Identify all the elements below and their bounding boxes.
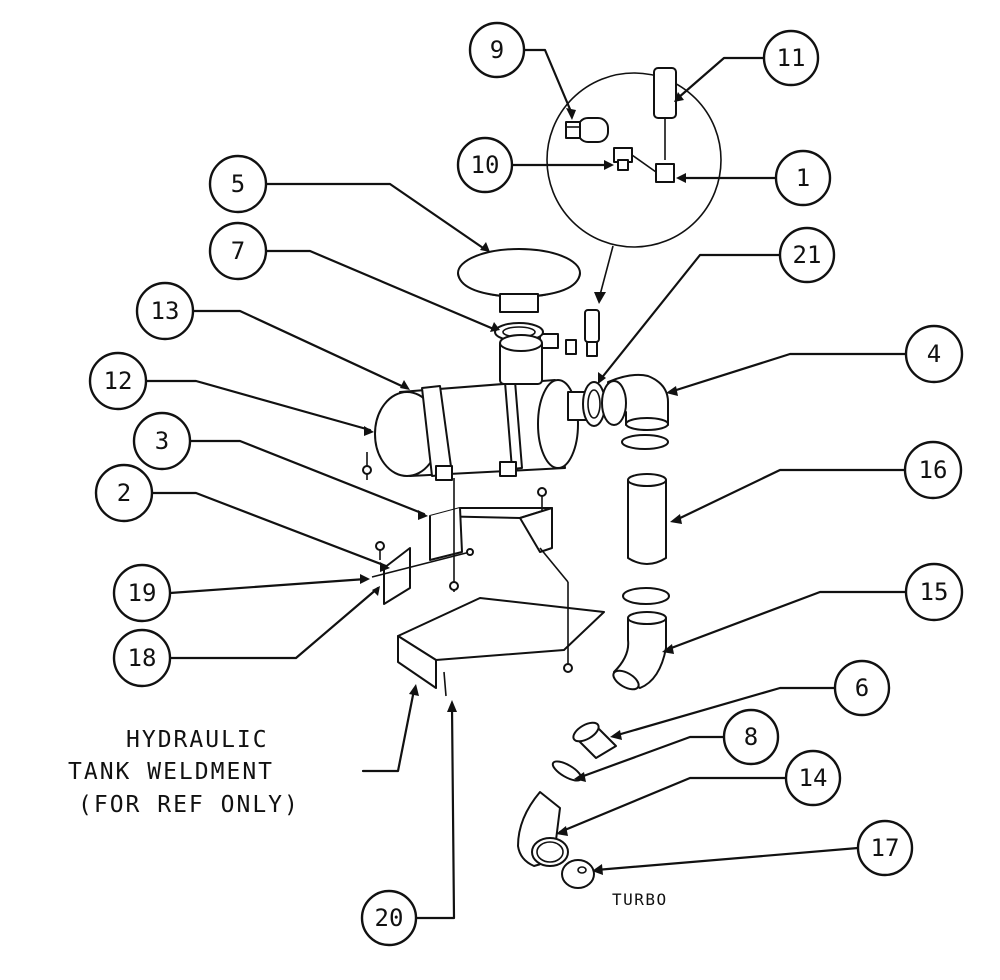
restriction-indicator-assembly <box>539 309 600 357</box>
callout-5: 5 <box>208 154 268 214</box>
callout-10-label: 10 <box>471 151 500 179</box>
callout-3: 3 <box>132 411 192 471</box>
hydraulic-note-line-2: TANK WELDMENT <box>68 759 274 785</box>
callout-11: 11 <box>762 29 820 87</box>
callout-8-label: 8 <box>744 723 758 751</box>
leader-lines <box>144 48 908 920</box>
callout-7-label: 7 <box>231 237 245 265</box>
callout-8: 8 <box>722 708 780 766</box>
callout-18-label: 18 <box>128 644 157 672</box>
hose-part-6 <box>572 721 617 759</box>
callout-17: 17 <box>856 819 914 877</box>
callout-12-label: 12 <box>104 367 133 395</box>
callout-1: 1 <box>774 149 832 207</box>
callout-19: 19 <box>112 563 172 623</box>
fitting-part-10 <box>613 147 633 171</box>
callout-16-label: 16 <box>919 456 948 484</box>
fasteners <box>362 452 573 697</box>
callout-18: 18 <box>112 628 172 688</box>
hydraulic-tank-note: HYDRAULIC TANK WELDMENT (FOR REF ONLY) <box>68 727 300 818</box>
callout-16: 16 <box>903 440 963 500</box>
callout-2: 2 <box>94 463 154 523</box>
callout-10: 10 <box>456 136 514 194</box>
cap-part-17 <box>561 859 595 889</box>
callout-9-label: 9 <box>490 36 504 64</box>
air-cleaner-body <box>374 334 587 481</box>
rain-cap-part-5 <box>457 248 581 313</box>
callout-5-label: 5 <box>231 170 245 198</box>
callout-20: 20 <box>360 889 418 947</box>
callout-4-label: 4 <box>927 340 941 368</box>
gauge-part-11 <box>653 67 677 160</box>
callout-3-label: 3 <box>155 427 169 455</box>
elbow-part-15 <box>612 587 670 691</box>
hydraulic-tank-weldment <box>397 597 605 689</box>
callout-19-label: 19 <box>128 579 157 607</box>
callout-11-label: 11 <box>777 44 806 72</box>
callout-14-label: 14 <box>799 764 828 792</box>
callout-14: 14 <box>784 749 842 807</box>
callout-13-label: 13 <box>151 297 180 325</box>
callout-15: 15 <box>904 562 964 622</box>
hydraulic-note-line-3: (FOR REF ONLY) <box>78 792 300 818</box>
callout-12: 12 <box>88 351 148 411</box>
callout-20-label: 20 <box>375 904 404 932</box>
tube-part-16 <box>621 434 669 565</box>
callout-15-label: 15 <box>920 578 949 606</box>
bracket-part-3 <box>429 507 553 561</box>
callout-13: 13 <box>135 281 195 341</box>
turbo-label: TURBO <box>612 890 668 909</box>
clamp-part-8 <box>551 760 583 782</box>
hydraulic-note-line-1: HYDRAULIC <box>126 727 269 753</box>
callout-2-label: 2 <box>117 479 131 507</box>
callout-4: 4 <box>904 324 964 384</box>
callout-1-label: 1 <box>796 164 810 192</box>
plate-part-2 <box>383 547 411 605</box>
callout-21: 21 <box>778 226 836 284</box>
detail-inset <box>546 67 722 304</box>
elbow-part-4 <box>601 373 669 431</box>
callout-7: 7 <box>208 221 268 281</box>
callout-6: 6 <box>833 659 891 717</box>
callout-6-label: 6 <box>855 674 869 702</box>
tee-part-1 <box>631 154 675 183</box>
callout-17-label: 17 <box>871 834 900 862</box>
elbow-part-14 <box>517 791 569 867</box>
callout-9: 9 <box>468 21 526 79</box>
indicator-switch-part-9 <box>565 117 609 143</box>
callout-21-label: 21 <box>793 241 822 269</box>
